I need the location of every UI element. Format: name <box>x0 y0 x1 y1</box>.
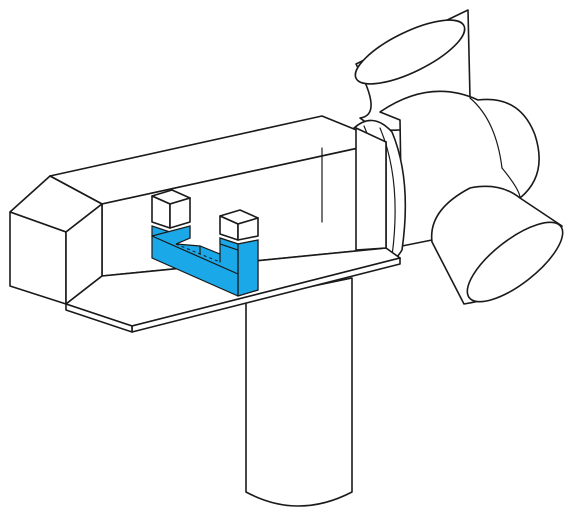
liquid-right-column <box>219 237 259 297</box>
tower <box>245 277 353 507</box>
blade-lower <box>430 185 564 305</box>
u-tube-damper <box>151 189 259 297</box>
